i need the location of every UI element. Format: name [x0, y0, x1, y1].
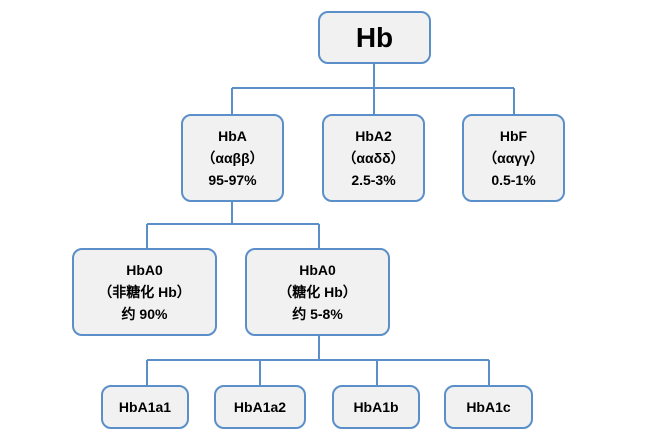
node-share: 约 90% — [121, 306, 168, 322]
node-label: Hb — [355, 21, 394, 53]
node-label: HbF — [499, 128, 528, 144]
node-hbf: HbF （ααγγ） 0.5-1% — [462, 114, 565, 202]
node-label: HbA1c — [466, 399, 511, 415]
node-hba: HbA （ααββ） 95-97% — [181, 114, 284, 202]
node-label: HbA1b — [353, 399, 399, 415]
node-type: （非糖化 Hb） — [98, 284, 191, 300]
node-chains: （ααγγ） — [483, 150, 544, 166]
node-share: 约 5-8% — [292, 306, 343, 322]
node-hba0-non-glycated: HbA0 （非糖化 Hb） 约 90% — [72, 248, 217, 336]
node-label: HbA — [218, 128, 247, 144]
node-share: 0.5-1% — [491, 172, 536, 188]
node-hba1b: HbA1b — [332, 385, 420, 429]
node-hb: Hb — [318, 11, 431, 64]
node-chains: （ααδδ） — [342, 150, 405, 166]
node-label: HbA1a1 — [118, 399, 172, 415]
node-hba1a2: HbA1a2 — [214, 385, 306, 429]
node-hba1a1: HbA1a1 — [101, 385, 189, 429]
node-label: HbA1a2 — [233, 399, 287, 415]
node-label: HbA2 — [355, 128, 392, 144]
node-label: HbA0 — [299, 262, 336, 278]
node-label: HbA0 — [126, 262, 163, 278]
node-chains: （ααββ） — [201, 150, 264, 166]
node-share: 95-97% — [208, 172, 257, 188]
node-hba0-glycated: HbA0 （糖化 Hb） 约 5-8% — [245, 248, 390, 336]
node-share: 2.5-3% — [351, 172, 396, 188]
node-hba2: HbA2 （ααδδ） 2.5-3% — [322, 114, 425, 202]
node-type: （糖化 Hb） — [278, 284, 357, 300]
node-hba1c: HbA1c — [444, 385, 533, 429]
